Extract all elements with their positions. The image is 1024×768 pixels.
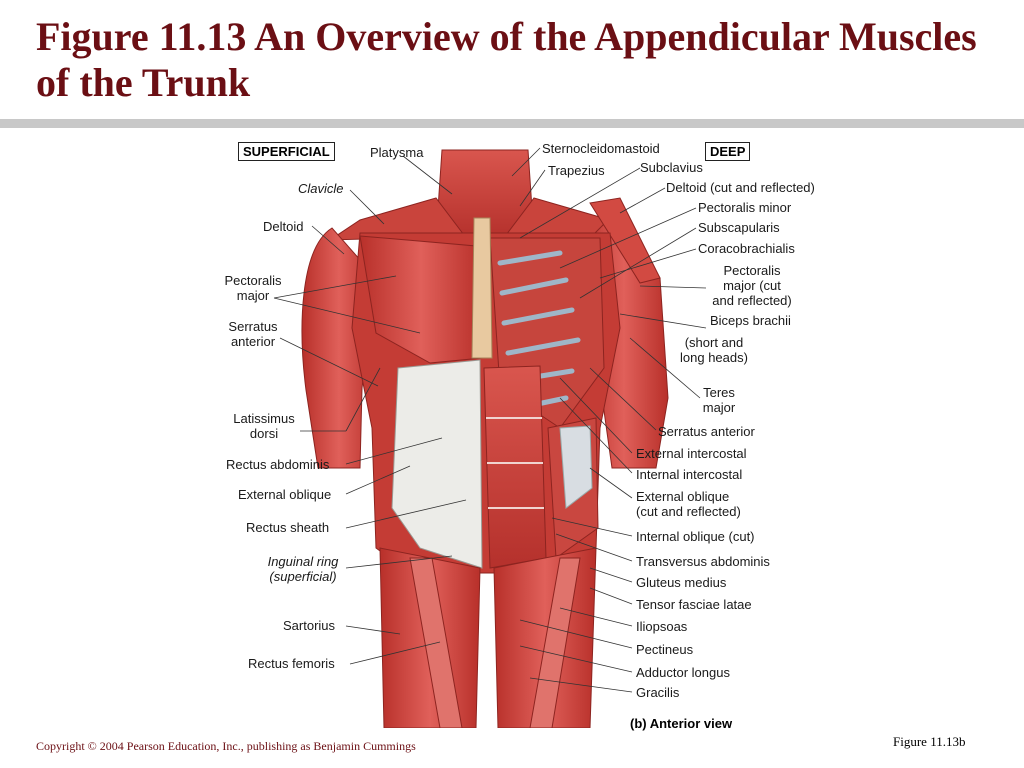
leader-lines-right [511,147,707,693]
label-teres-line1: Teres [703,385,735,400]
label-sartorius: Sartorius [283,618,336,633]
figure-caption: (b) Anterior view [630,716,733,731]
label-rectus-femoris: Rectus femoris [248,656,335,671]
label-transversus-abdominis: Transversus abdominis [636,554,770,569]
label-external-intercostal: External intercostal [636,446,747,461]
torso-illustration [273,147,707,728]
label-iliopsoas: Iliopsoas [636,619,688,634]
label-rectus-abdominis: Rectus abdominis [226,457,330,472]
reflected-deltoid [589,197,661,284]
pectoralis-major [359,235,483,364]
label-sternocleidomastoid: Sternocleidomastoid [542,141,660,156]
rectus-abdominis [483,365,547,569]
label-latissimus-dorsi: Latissimus dorsi [224,411,304,441]
sternum [471,217,493,359]
label-pectoralis-major-line2: major [236,288,270,303]
figure-reference: Figure 11.13b [893,734,966,749]
label-pectoralis-minor: Pectoralis minor [698,200,792,215]
label-latissimus-line1: Latissimus [233,411,295,426]
label-pectineus: Pectineus [636,642,694,657]
label-biceps-line3: long heads) [680,350,748,365]
label-pectoralis-major-line1: Pectoralis [224,273,282,288]
label-serratus-anterior: Serratus anterior [216,319,290,349]
label-internal-oblique: Internal oblique (cut) [636,529,755,544]
label-platysma: Platysma [370,145,424,160]
label-pec-cut-line2: major (cut [723,278,781,293]
label-teres-line2: major [702,400,736,415]
label-subscapularis: Subscapularis [698,220,780,235]
label-coracobrachialis: Coracobrachialis [698,241,795,256]
label-gluteus-medius: Gluteus medius [636,575,727,590]
label-rectus-sheath: Rectus sheath [246,520,330,535]
label-trapezius: Trapezius [548,163,605,178]
label-deltoid: Deltoid [263,219,304,234]
label-pec-cut-line3: and reflected) [712,293,792,308]
label-clavicle: Clavicle [298,181,344,196]
label-biceps-heads: (short and long heads) [674,335,754,365]
label-teres-major: Teres major [694,385,744,415]
label-ext-oblique-cut-line2: (cut and reflected) [636,504,741,519]
label-deltoid-cut: Deltoid (cut and reflected) [666,180,815,195]
leader-lines-left [273,155,467,665]
deep-label: DEEP [705,142,751,161]
label-biceps-brachii: Biceps brachii [710,313,791,328]
label-external-oblique: External oblique [238,487,332,502]
anatomy-figure: SUPERFICIAL DEEP Platysma Clavicle Delto… [0,128,1024,731]
label-external-oblique-cut: External oblique (cut and reflected) [636,489,741,519]
label-biceps-line2: (short and [684,335,744,350]
label-inguinal-line2: (superficial) [269,569,337,584]
label-serratus-line2: anterior [230,334,276,349]
label-subclavius: Subclavius [640,160,703,175]
copyright-text: Copyright © 2004 Pearson Education, Inc.… [36,739,416,753]
label-internal-intercostal: Internal intercostal [636,467,743,482]
superficial-label: SUPERFICIAL [238,142,335,161]
label-serratus-line1: Serratus [228,319,278,334]
label-inguinal-line1: Inguinal ring [267,554,339,569]
title-divider [0,119,1024,128]
label-pectoralis-major-cut: Pectoralis major (cut and reflected) [700,263,804,308]
rectus-sheath [391,359,483,569]
label-inguinal-ring: Inguinal ring (superficial) [258,554,348,584]
label-ext-oblique-cut-line1: External oblique [636,489,730,504]
label-gracilis: Gracilis [636,685,680,700]
label-pec-cut-line1: Pectoralis [723,263,781,278]
label-latissimus-line2: dorsi [249,426,279,441]
label-tensor-fasciae-latae: Tensor fasciae latae [636,597,752,612]
slide-title: Figure 11.13 An Overview of the Appendic… [36,14,977,105]
label-serratus-anterior-deep: Serratus anterior [658,424,755,439]
label-adductor-longus: Adductor longus [636,665,730,680]
label-pectoralis-major: Pectoralis major [216,273,290,303]
